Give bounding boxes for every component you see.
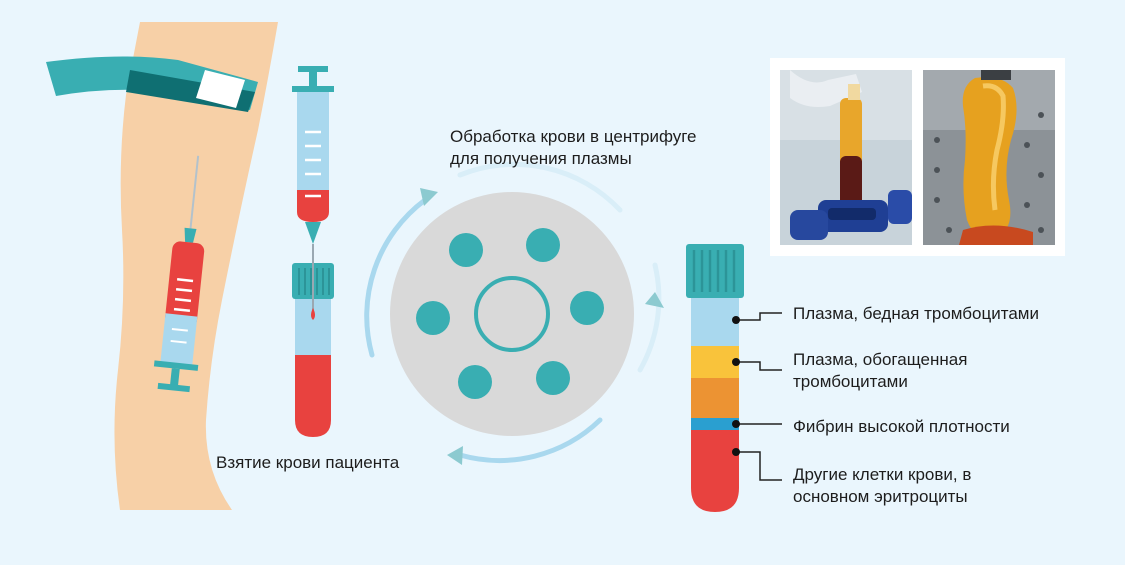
caption-centrifuge-line: для получения плазмы	[450, 149, 632, 168]
centrifuge-slot	[416, 228, 604, 399]
leader-dots	[732, 316, 740, 456]
layer-label-poor-plasma: Плазма, бедная тромбоцитами	[793, 303, 1039, 325]
layer-label-line: Другие клетки крови, в	[793, 465, 972, 484]
caption-centrifuge: Обработка крови в центрифуге для получен…	[450, 126, 697, 170]
rotation-arrow-icon	[364, 161, 662, 463]
layer-label-line: Фибрин высокой плотности	[793, 417, 1010, 436]
syringe-icon	[292, 66, 334, 320]
syringe-icon	[153, 155, 205, 393]
rotation-arrow-icon	[420, 188, 664, 465]
layer-label-line: основном эритроциты	[793, 487, 968, 506]
photos-panel	[770, 58, 1065, 256]
layer-label-line: тромбоцитами	[793, 372, 908, 391]
caption-centrifuge-line: Обработка крови в центрифуге	[450, 127, 697, 146]
layer-label-line: Плазма, бедная тромбоцитами	[793, 304, 1039, 323]
caption-blood-draw: Взятие крови пациента	[216, 453, 400, 472]
layer-label-line: Плазма, обогащенная	[793, 350, 968, 369]
tourniquet-icon	[46, 56, 258, 112]
leader-lines	[736, 312, 782, 481]
photo-prp-gel	[923, 70, 1055, 245]
test-tube-icon	[292, 244, 334, 437]
test-tube-icon	[686, 244, 744, 512]
photo-prp-tube	[780, 70, 912, 245]
layer-label-fibrin: Фибрин высокой плотности	[793, 416, 1010, 438]
layer-label-rich-plasma: Плазма, обогащенная тромбоцитами	[793, 349, 967, 393]
centrifuge-icon	[390, 192, 634, 436]
layer-label-red-cells: Другие клетки крови, в основном эритроци…	[793, 464, 971, 508]
